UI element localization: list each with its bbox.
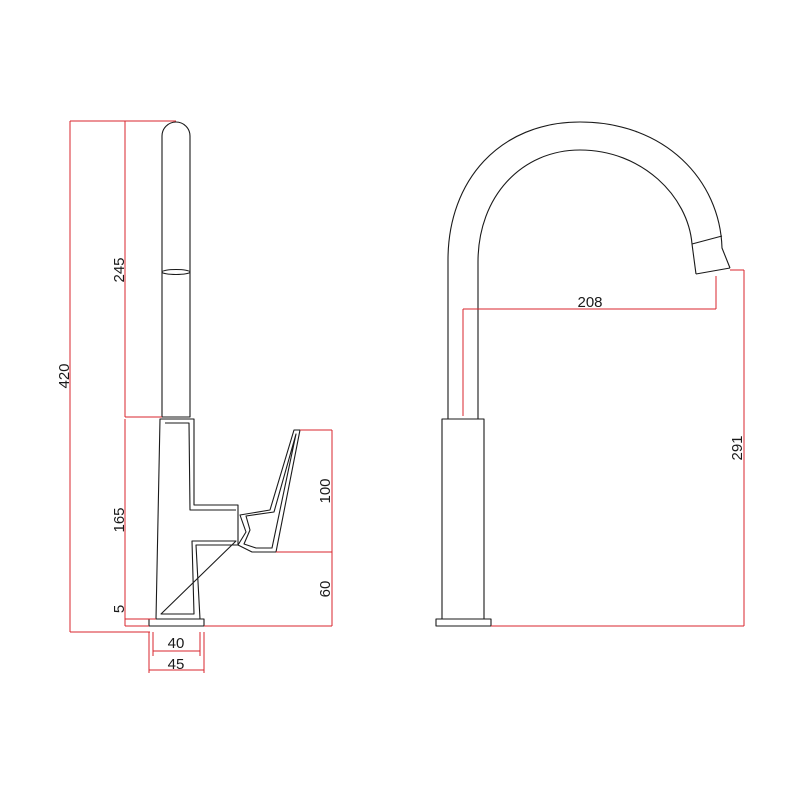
front-base-plate <box>435 618 492 627</box>
front-view <box>435 121 731 627</box>
front-gooseneck-outer <box>447 121 731 419</box>
side-view <box>148 121 301 627</box>
side-base-plate <box>148 618 205 627</box>
front-spout-outlet <box>691 235 731 275</box>
front-gooseneck-inner <box>477 149 697 419</box>
dim-label-spout-height: 245 <box>111 257 128 282</box>
dim-label-reach: 208 <box>577 294 602 311</box>
dim-label-outlet-height: 291 <box>729 435 746 460</box>
dim-label-body-width: 40 <box>168 635 185 652</box>
dim-label-lever-offset: 60 <box>317 581 334 598</box>
side-lever-inner <box>243 433 297 549</box>
front-dimensions <box>462 269 745 627</box>
side-body <box>155 418 239 620</box>
side-spout-joint <box>161 268 191 276</box>
side-dimensions <box>69 120 333 673</box>
dim-label-base-width: 45 <box>168 656 185 673</box>
front-dimension-labels: 208 291 <box>577 294 746 461</box>
front-body <box>441 418 485 620</box>
side-dimension-labels: 420 245 165 5 100 60 40 45 <box>56 257 334 673</box>
dim-label-body-height: 165 <box>111 507 128 532</box>
dim-label-total-height: 420 <box>56 363 73 388</box>
dim-label-base-height: 5 <box>111 605 128 613</box>
side-spout-tube <box>161 121 191 418</box>
dim-label-lever-height: 100 <box>317 478 334 503</box>
side-lever-handle <box>237 429 301 553</box>
side-body-inner <box>160 422 237 615</box>
